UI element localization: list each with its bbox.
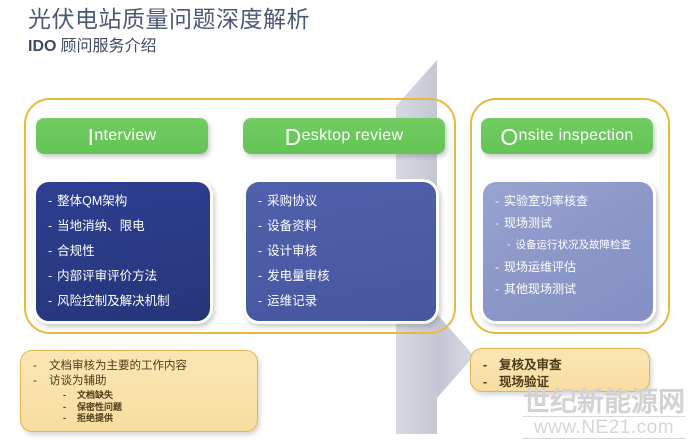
watermark-site-name: 世纪新能源网 [523,387,685,417]
callout-onsite-list: -复核及审查 -现场验证 [483,357,639,391]
list-item: -当地消纳、限电 [48,219,200,233]
list-item: -发电量审核 [258,269,426,283]
bullet-dash: - [258,244,263,258]
list-item-label: 现场测试 [504,216,553,230]
list-item: -其他现场测试 [495,282,643,296]
bullet-dash: - [495,260,499,274]
list-item: -采购协议 [258,194,426,208]
list-item: -整体QM架构 [48,194,200,208]
list-item-nested: -设备运行状况及故障检查 [495,238,643,252]
bullet-dash: - [48,294,53,308]
bullet-dash: - [483,375,488,389]
bullet-dash: - [258,219,263,233]
bullet-dash: - [507,239,511,251]
callout-desk-review-sublist: -文档缺失 -保密性问题 -拒绝提供 [33,390,247,425]
list-item-label: 实验室功率核查 [504,194,589,208]
callout-onsite-notes: -复核及审查 -现场验证 [470,348,650,392]
list-item-label: 发电量审核 [267,269,330,283]
stage-header-desktop-review-label: esktop review [301,127,404,144]
list-item-label: 访谈为辅助 [49,375,107,387]
stage-header-interview-label: nterview [94,127,157,144]
list-item: -现场验证 [483,374,639,391]
list-item: -运维记录 [258,294,426,308]
bullet-dash: - [258,269,263,283]
bullet-dash: - [63,413,66,423]
list-item: -设计审核 [258,244,426,258]
list-item: -访谈为辅助 [33,374,247,389]
page-subtitle: IDO 顾问服务介绍 [28,36,588,58]
bullet-dash: - [495,216,499,230]
list-item-label: 文档缺失 [77,390,114,400]
stage-panel-onsite-inspection-list: -实验室功率核查 -现场测试 -设备运行状况及故障检查 -现场运维评估 -其他现… [495,194,643,296]
watermark: 世纪新能源网 www.NE21.com [523,388,685,439]
stage-panel-interview-list: -整体QM架构 -当地消纳、限电 -合规性 -内部评审评价方法 -风险控制及解决… [48,194,200,308]
list-item-label: 其他现场测试 [504,282,577,296]
bullet-dash: - [258,294,263,308]
list-item-label: 设计审核 [267,244,318,258]
callout-desk-review-list: -文档审核为主要的工作内容 -访谈为辅助 [33,359,247,389]
group-outline-desk-phase [24,98,456,334]
list-item-label: 整体QM架构 [57,194,128,208]
stage-header-onsite-inspection-label: nsite inspection [518,127,634,144]
stage-header-onsite-inspection-initial: O [500,123,519,150]
bullet-dash: - [483,358,488,372]
list-item-label: 风险控制及解决机制 [57,294,170,308]
title-block: 光伏电站质量问题深度解析 IDO 顾问服务介绍 [28,6,588,58]
list-item-label: 内部评审评价方法 [57,269,158,283]
stage-panel-desktop-review: -采购协议 -设备资料 -设计审核 -发电量审核 -运维记录 [243,179,439,324]
list-item-label: 拒绝提供 [77,413,114,423]
bullet-dash: - [48,269,53,283]
list-item-label: 现场运维评估 [504,260,577,274]
page-subtitle-lead: IDO [28,38,57,55]
watermark-site-url: www.NE21.com [523,416,685,439]
list-item: -风险控制及解决机制 [48,294,200,308]
list-item: -内部评审评价方法 [48,269,200,283]
callout-desk-review-notes: -文档审核为主要的工作内容 -访谈为辅助 -文档缺失 -保密性问题 -拒绝提供 [20,350,258,432]
list-item-nested: - 拒绝提供 [63,413,247,425]
bullet-dash: - [495,194,499,208]
bullet-dash: - [33,360,37,372]
list-item: -设备资料 [258,219,426,233]
bullet-dash: - [48,219,53,233]
bullet-dash: - [48,244,53,258]
list-item-label: 设备运行状况及故障检查 [515,239,632,251]
stage-header-desktop-review-initial: D [284,123,302,150]
list-item-nested: - 文档缺失 [63,390,247,402]
bullet-dash: - [63,401,66,412]
list-item-label: 运维记录 [267,294,318,308]
list-item-label: 现场验证 [499,375,550,389]
bullet-dash: - [33,375,37,387]
list-item-label: 合规性 [57,244,95,258]
list-item-label: 保密性问题 [77,401,123,412]
stage-header-interview-initial: I [87,123,95,150]
list-item: -复核及审查 [483,357,639,374]
list-item-nested: -保密性问题 [63,402,247,414]
stage-panel-desktop-review-list: -采购协议 -设备资料 -设计审核 -发电量审核 -运维记录 [258,194,426,308]
list-item: -实验室功率核查 [495,194,643,208]
group-outline-onsite-phase [470,98,670,334]
stage-panel-interview: -整体QM架构 -当地消纳、限电 -合规性 -内部评审评价方法 -风险控制及解决… [33,179,213,324]
list-item-label: 当地消纳、限电 [57,219,145,233]
bullet-dash: - [63,390,66,400]
list-item-label: 复核及审查 [499,358,562,372]
page-title: 光伏电站质量问题深度解析 [28,7,310,32]
bullet-dash: - [258,194,263,208]
list-item-label: 采购协议 [267,194,318,208]
bullet-dash: - [48,194,53,208]
list-item: -现场测试 [495,216,643,230]
list-item: -现场运维评估 [495,260,643,274]
list-item: -合规性 [48,244,200,258]
list-item-label: 文档审核为主要的工作内容 [49,360,187,372]
stage-panel-onsite-inspection: -实验室功率核查 -现场测试 -设备运行状况及故障检查 -现场运维评估 -其他现… [480,179,656,324]
list-item: -文档审核为主要的工作内容 [33,359,247,374]
page-subtitle-rest: 顾问服务介绍 [56,38,157,55]
list-item-label: 设备资料 [267,219,318,233]
bullet-dash: - [495,282,499,296]
